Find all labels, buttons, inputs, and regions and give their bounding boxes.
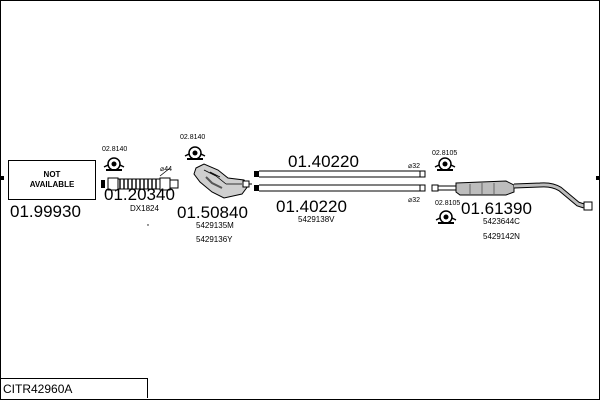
dot-mark	[147, 224, 149, 226]
pipe-bottom-diameter-label: ⌀32	[408, 197, 421, 204]
cat-ref-1: 5429135M	[196, 221, 234, 230]
cat-ref-2: 5429136Y	[196, 235, 233, 244]
catalytic-converter-drawing	[193, 163, 250, 199]
clamp-rear-bottom-label: 02.8105	[435, 200, 461, 207]
clamp-left-label: 02.8140	[102, 146, 128, 153]
kit-code: CITR42960A	[3, 382, 73, 396]
middle-pipe-top-number: 01.40220	[288, 152, 359, 171]
pipe-top-diameter-label: ⌀32	[408, 163, 421, 170]
not-available-box: NOT AVAILABLE	[8, 160, 96, 200]
clamp-left-drawing	[103, 157, 125, 171]
middle-pipe-bottom-drawing	[254, 184, 426, 192]
middle-pipe-bottom-number: 01.40220	[276, 197, 347, 216]
rear-silencer-ref-2: 5429142N	[483, 232, 520, 241]
border-tick-left	[0, 176, 4, 180]
flex-pipe-drawing	[101, 167, 179, 191]
border-tick-right	[596, 176, 600, 180]
not-available-line-2: AVAILABLE	[29, 180, 75, 189]
flex-pipe-ref: DX1824	[130, 204, 159, 213]
rear-silencer-drawing	[431, 180, 593, 211]
flex-pipe-number: 01.20340	[104, 185, 175, 204]
middle-pipe-ref: 5429138V	[298, 215, 335, 224]
not-available-line-1: NOT	[43, 170, 61, 179]
clamp-rear-bottom-drawing	[435, 210, 457, 224]
flex-diameter-label: ⌀44	[160, 166, 173, 173]
clamp-cat-drawing	[184, 146, 206, 160]
clamp-rear-top-label: 02.8105	[432, 150, 458, 157]
middle-pipe-top-drawing	[254, 170, 426, 178]
cat-number: 01.50840	[177, 203, 248, 222]
front-pipe-number: 01.99930	[10, 202, 81, 221]
clamp-cat-label: 02.8140	[180, 134, 206, 141]
clamp-rear-top-drawing	[434, 157, 456, 171]
rear-silencer-number: 01.61390	[461, 199, 532, 218]
kit-code-box: CITR42960A	[0, 378, 148, 398]
rear-silencer-ref-1: 5423644C	[483, 217, 520, 226]
